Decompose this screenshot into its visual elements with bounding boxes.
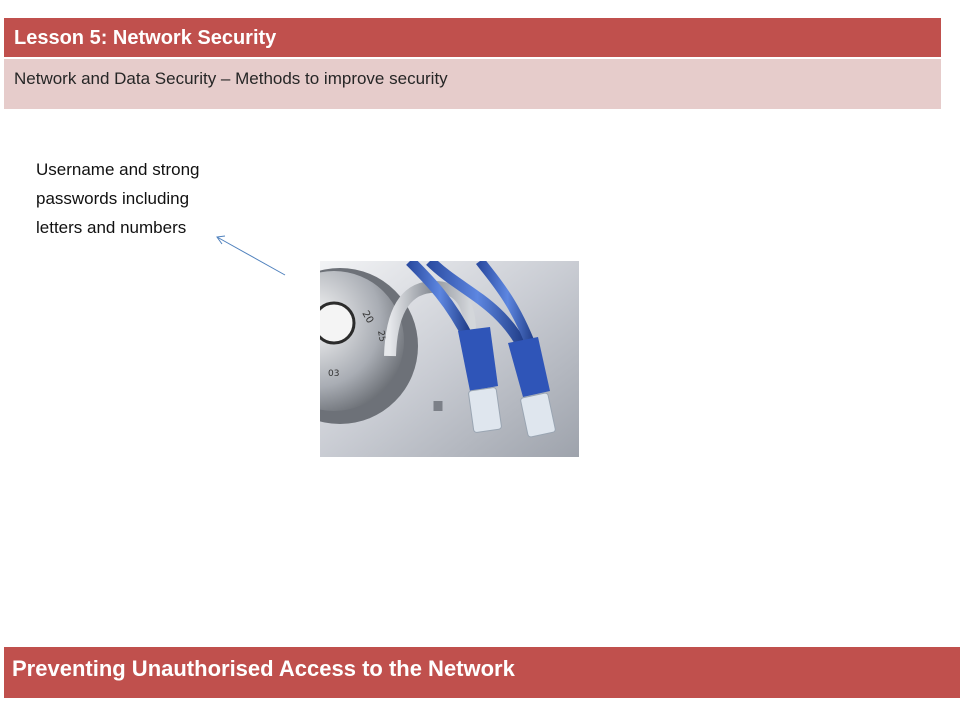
padlock-cables-image: 20 25 03 [320,261,579,457]
lesson-title: Lesson 5: Network Security [14,27,277,49]
footer-banner: Preventing Unauthorised Access to the Ne… [4,647,960,698]
lesson-subtitle: Network and Data Security – Methods to i… [14,69,448,88]
subtitle-banner: Network and Data Security – Methods to i… [4,59,941,109]
svg-text:25: 25 [375,330,387,343]
padlock-network-cables-icon: 20 25 03 [320,261,579,457]
footer-title: Preventing Unauthorised Access to the Ne… [12,656,515,681]
password-note: Username and strong passwords including … [36,160,200,237]
title-banner: Lesson 5: Network Security [4,18,941,57]
callout-arrow [216,235,286,276]
svg-text:03: 03 [328,369,339,379]
